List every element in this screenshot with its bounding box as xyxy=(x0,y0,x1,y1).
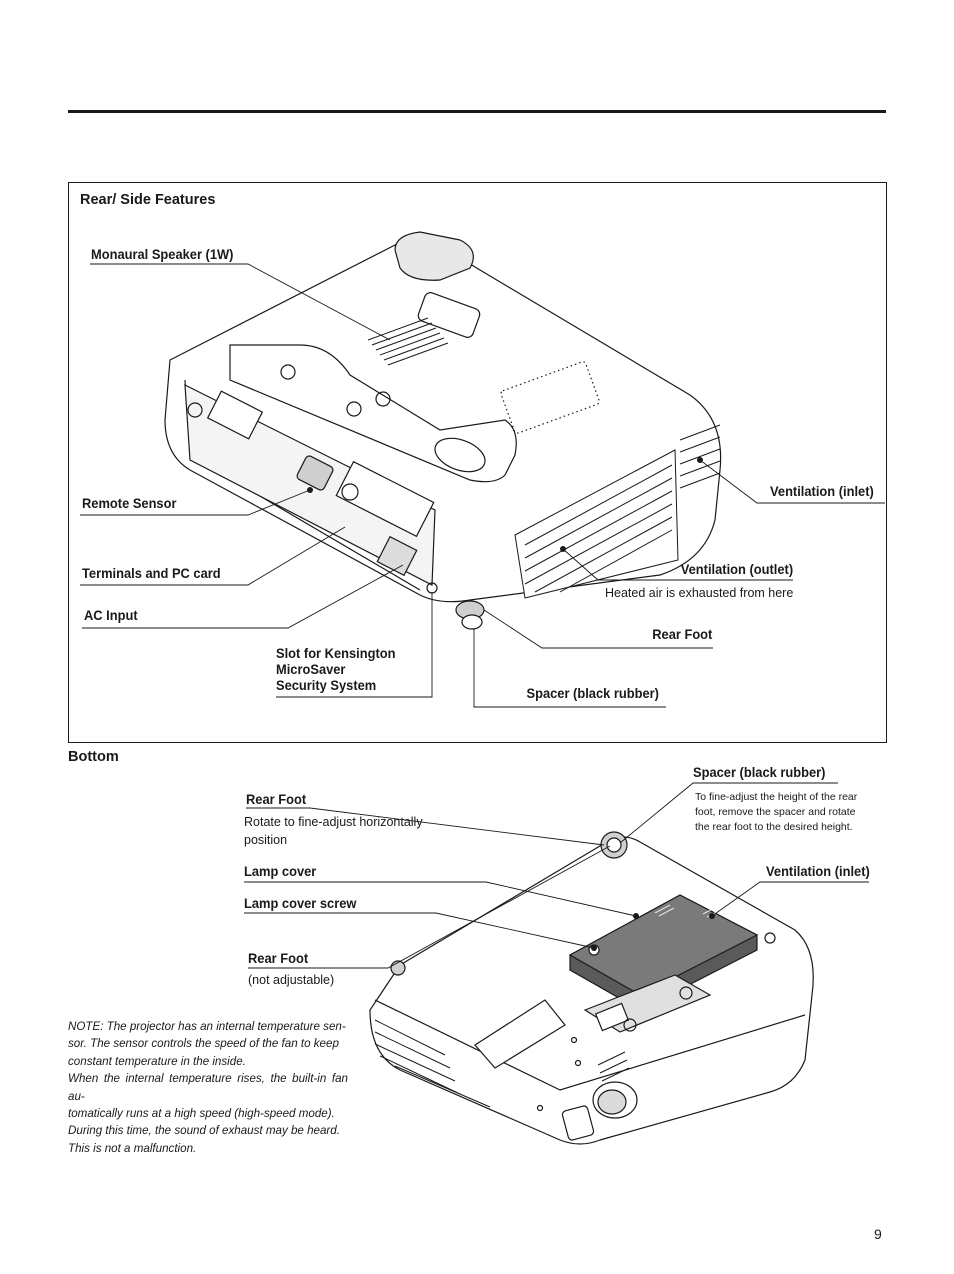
bottom-leader-dots xyxy=(307,457,715,951)
bottom-projector-illustration xyxy=(369,831,814,1145)
note-line: NOTE: The projector has an internal temp… xyxy=(68,1020,346,1033)
desc-spacer-3: the rear foot to the desired height. xyxy=(695,821,853,833)
label-spacer-bottom: Spacer (black rubber) xyxy=(693,764,826,780)
note-line: tomatically runs at a high speed (high-s… xyxy=(68,1107,335,1121)
rear-leader-lines xyxy=(80,263,885,708)
label-kensington-2: MicroSaver xyxy=(276,661,346,677)
note-line: constant temperature in the inside. xyxy=(68,1054,246,1068)
label-lamp-cover: Lamp cover xyxy=(244,863,317,879)
label-spacer-rear: Spacer (black rubber) xyxy=(526,685,659,701)
label-speaker: Monaural Speaker (1W) xyxy=(91,246,234,262)
label-remote-sensor: Remote Sensor xyxy=(82,495,177,511)
label-vent-inlet-bottom: Ventilation (inlet) xyxy=(766,863,870,879)
page-number: 9 xyxy=(874,1226,882,1242)
label-kensington-1: Slot for Kensington xyxy=(276,645,396,661)
desc-rear-foot-fixed: (not adjustable) xyxy=(248,973,335,987)
header-rule xyxy=(68,110,886,113)
desc-rear-foot-2: position xyxy=(244,833,288,847)
temperature-note: NOTE: The projector has an internal temp… xyxy=(68,1018,348,1157)
outlet-vent xyxy=(514,449,679,599)
desc-spacer-2: foot, remove the spacer and rotate xyxy=(695,806,856,818)
desc-spacer-1: To fine-adjust the height of the rear xyxy=(695,791,858,803)
note-line: This is not a malfunction. xyxy=(68,1141,197,1155)
label-vent-inlet-rear: Ventilation (inlet) xyxy=(770,483,874,499)
label-kensington-3: Security System xyxy=(276,677,377,693)
inlet-vent xyxy=(679,424,721,489)
label-rear-foot-rear: Rear Foot xyxy=(651,626,712,642)
label-rear-foot-fixed: Rear Foot xyxy=(248,950,309,966)
note-line: During this time, the sound of exhaust m… xyxy=(68,1124,340,1138)
rear-projector-illustration xyxy=(164,231,722,630)
label-lamp-screw: Lamp cover screw xyxy=(244,895,357,911)
section-title-bottom: Bottom xyxy=(68,749,119,765)
label-rear-foot-bottom: Rear Foot xyxy=(246,791,307,807)
note-line: When the internal temperature rises, the… xyxy=(68,1072,348,1103)
speaker-grille xyxy=(367,317,449,366)
section-title-rear: Rear/ Side Features xyxy=(80,192,216,208)
rear-side-frame xyxy=(68,182,887,743)
label-ac-input: AC Input xyxy=(84,607,138,623)
note-line: sor. The sensor controls the speed of th… xyxy=(68,1037,339,1051)
desc-vent-outlet: Heated air is exhausted from here xyxy=(605,586,794,600)
bottom-leader-lines xyxy=(244,782,869,969)
desc-rear-foot-1: Rotate to fine-adjust horizontally xyxy=(244,815,423,829)
label-vent-outlet: Ventilation (outlet) xyxy=(680,561,793,577)
label-terminals: Terminals and PC card xyxy=(82,565,221,581)
